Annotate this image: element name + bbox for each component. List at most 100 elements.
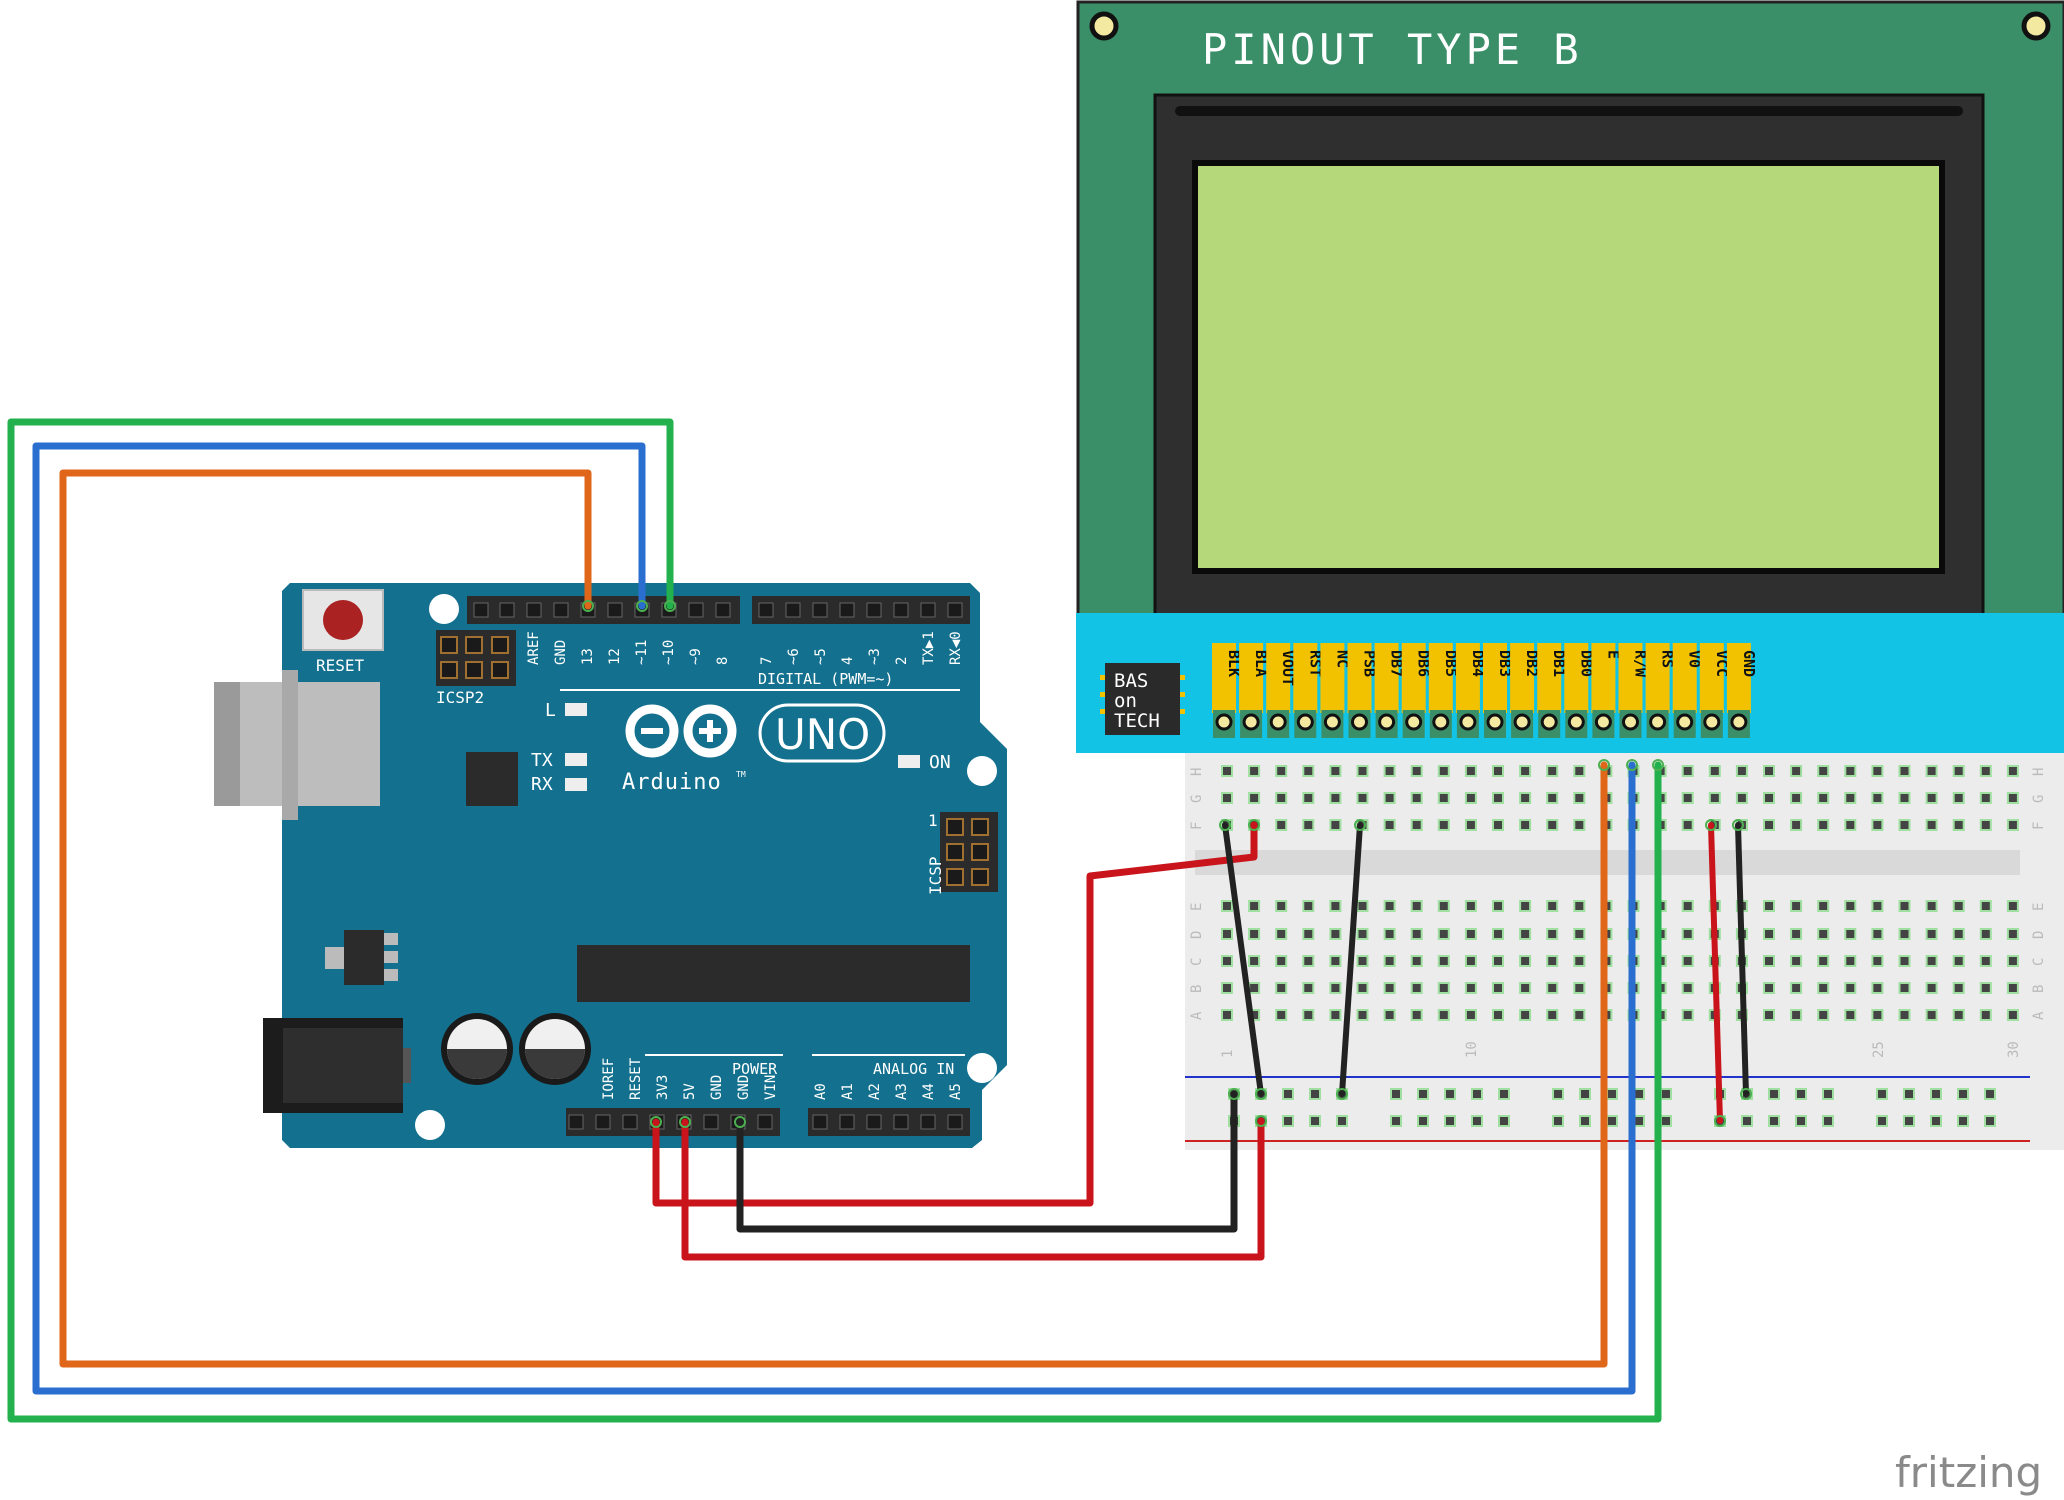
breadboard-hole (1546, 1009, 1559, 1021)
breadboard-hole (1437, 819, 1450, 831)
breadboard-hole (1984, 1088, 1996, 1100)
breadboard-hole (1898, 765, 1911, 777)
digital-pin (947, 602, 963, 618)
breadboard-hole (1844, 792, 1857, 804)
breadboard-hole (1579, 1088, 1591, 1100)
breadboard-hole (1817, 928, 1830, 940)
breadboard-hole (1383, 928, 1396, 940)
digital-pin (920, 602, 936, 618)
lcd-pin-label: VCC (1713, 650, 1731, 677)
breadboard-hole (1248, 765, 1261, 777)
lcd-pin-label: V0 (1686, 650, 1704, 668)
power-pin (622, 1114, 638, 1130)
row-label: E (2031, 903, 2047, 911)
breadboard-hole (1681, 982, 1694, 994)
breadboard-hole (1925, 765, 1938, 777)
breadboard-hole (1552, 1115, 1564, 1127)
breadboard-hole (1871, 982, 1884, 994)
breadboard-hole (1817, 982, 1830, 994)
analog-pin-label: A0 (813, 1083, 829, 1100)
breadboard-hole (1579, 1115, 1591, 1127)
breadboard-hole (1383, 982, 1396, 994)
breadboard-hole (1417, 1115, 1429, 1127)
breadboard-hole (1302, 1009, 1315, 1021)
breadboard-hole (1979, 982, 1992, 994)
breadboard-hole (1519, 982, 1532, 994)
lcd-pin-label: NC (1333, 650, 1351, 668)
icsp-header: 1 ICSP (926, 811, 998, 895)
lcd-pin-label: E (1604, 650, 1622, 659)
wire-end (664, 600, 676, 612)
analog-pin (893, 1114, 909, 1130)
breadboard-hole (1763, 928, 1775, 940)
breadboard-hole (1221, 982, 1233, 994)
breadboard-hole (1546, 765, 1559, 777)
wire-end (1714, 1115, 1726, 1127)
breadboard-hole (1356, 982, 1369, 994)
breadboard-hole (1763, 955, 1775, 967)
lcd-pin-hole (1242, 713, 1260, 731)
breadboard-hole (1681, 928, 1694, 940)
breadboard-hole (1444, 1088, 1456, 1100)
breadboard-hole (1390, 1088, 1402, 1100)
lcd-title: PINOUT TYPE B (1202, 25, 1583, 74)
breadboard-hole (1444, 1115, 1456, 1127)
uno-label: UNO (775, 710, 870, 759)
power-label: POWER (732, 1060, 778, 1078)
breadboard-hole (1221, 928, 1233, 940)
reset-button-cap[interactable] (323, 600, 363, 640)
breadboard-hole (1492, 1009, 1504, 1021)
breadboard-hole (1275, 792, 1288, 804)
usb-connector-shade (214, 682, 240, 806)
breadboard-hole (1329, 1009, 1342, 1021)
capacitor-1 (441, 1013, 513, 1085)
breadboard-hole (1735, 765, 1748, 777)
wires (7, 418, 1749, 1423)
logo-line-2: on (1114, 690, 1137, 712)
breadboard-hole (1795, 1088, 1807, 1100)
breadboard-hole (1898, 928, 1911, 940)
jumper-gnd (1735, 822, 1749, 1097)
breadboard-hole (1492, 982, 1504, 994)
digital-pin-label: ~10 (661, 640, 677, 665)
breadboard-hole (1822, 1088, 1834, 1100)
breadboard-hole (1519, 900, 1532, 912)
breadboard-hole (1546, 955, 1559, 967)
analog-pin-label: A2 (867, 1083, 883, 1100)
lcd-pin-hole (1323, 713, 1341, 731)
lcd-pin-hole (1486, 713, 1504, 731)
breadboard-hole (1519, 928, 1532, 940)
row-label: G (1189, 795, 1205, 803)
wire-green (7, 418, 1662, 1423)
breadboard-hole (2006, 1009, 2019, 1021)
breadboard-hole (1741, 1115, 1753, 1127)
breadboard-hole (1984, 1115, 1996, 1127)
breadboard-hole (1282, 1115, 1294, 1127)
digital-pin-label: ~6 (786, 648, 802, 665)
digital-pin-label: 13 (580, 648, 596, 665)
breadboard-hole (1930, 1088, 1942, 1100)
breadboard-hole (1302, 982, 1315, 994)
fritzing-watermark: fritzing (1895, 1448, 2042, 1497)
row-label: D (2031, 931, 2047, 939)
digital-pin-label: ~5 (813, 648, 829, 665)
breadboard-hole (1302, 900, 1315, 912)
breadboard-hole (1221, 900, 1233, 912)
lcd-pin-hole (1269, 713, 1287, 731)
jumper-vcc (1708, 822, 1723, 1124)
led-on (898, 755, 920, 768)
breadboard-hole (1925, 900, 1938, 912)
breadboard-hole (1817, 1009, 1830, 1021)
usb-chip (466, 752, 518, 806)
logo-line-3: TECH (1114, 710, 1160, 732)
wire-blue (32, 442, 1636, 1395)
breadboard-hole (1275, 955, 1288, 967)
breadboard-hole (1275, 928, 1288, 940)
power-pin (703, 1114, 719, 1130)
breadboard-hole (1871, 765, 1884, 777)
lcd-pin-hole (1215, 713, 1233, 731)
digital-pin-label: ~3 (867, 648, 883, 665)
lcd-screen (1192, 160, 1945, 574)
